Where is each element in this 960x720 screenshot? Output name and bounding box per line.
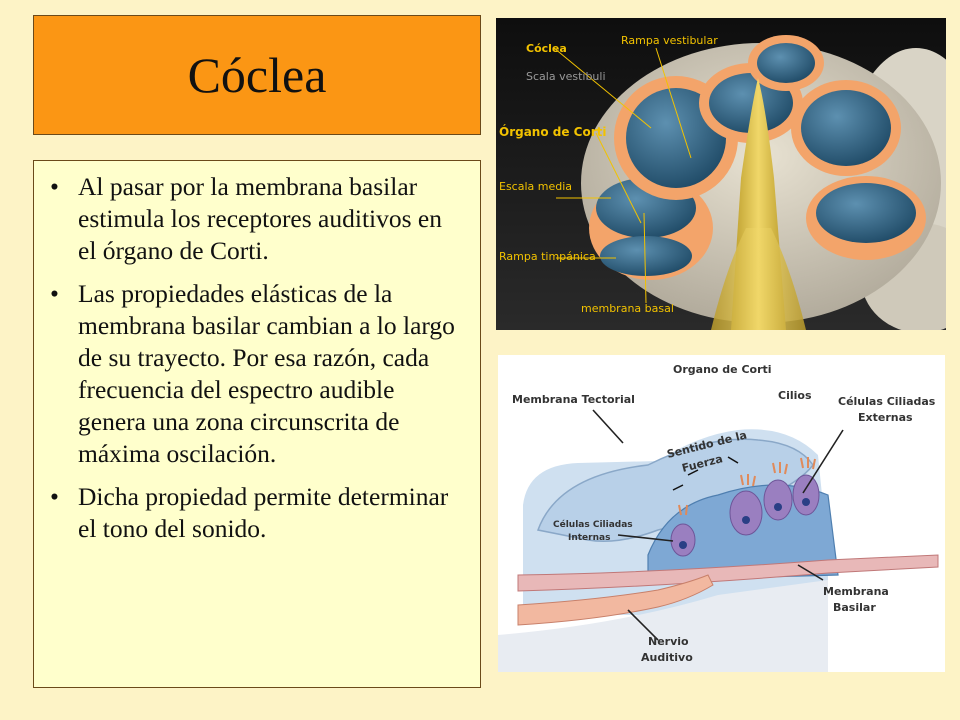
bullet-glyph: •: [50, 482, 59, 511]
bullet-glyph: •: [50, 279, 59, 308]
bullet-text: Al pasar por la membrana basilar estimul…: [78, 172, 442, 265]
label-celulas-internas-1: Células Ciliadas: [553, 519, 633, 530]
bullet-text: Las propiedades elásticas de la membrana…: [78, 279, 455, 468]
title-box: Cóclea: [33, 15, 481, 135]
bullet-text: Dicha propiedad permite determinar el to…: [78, 482, 449, 543]
organ-of-corti-image: Organo de Corti Membrana Tectorial Cilio…: [498, 355, 945, 672]
slide-title: Cóclea: [187, 47, 327, 103]
label-rampa-vestibular: Rampa vestibular: [621, 34, 718, 47]
label-escala-media: Escala media: [499, 180, 572, 193]
label-corti-title: Organo de Corti: [673, 363, 772, 376]
label-coclea: Cóclea: [526, 42, 567, 55]
label-membrana-basilar-2: Basilar: [833, 601, 876, 614]
bullet-list: • Al pasar por la membrana basilar estimu…: [44, 171, 466, 545]
label-nervio-1: Nervio: [648, 635, 689, 648]
label-scala-vestibuli: Scala vestibuli: [526, 70, 606, 83]
cochlea-cross-section-image: Cóclea Rampa vestibular Scala vestibuli …: [496, 18, 946, 330]
label-rampa-timpanica: Rampa timpánica: [499, 250, 596, 263]
label-organo-corti: Órgano de Corti: [499, 124, 607, 139]
text-box: • Al pasar por la membrana basilar estimu…: [33, 160, 481, 688]
cochlea-illustration: Cóclea Rampa vestibular Scala vestibuli …: [496, 18, 946, 330]
label-celulas-externas-2: Externas: [858, 411, 913, 424]
list-item: • Al pasar por la membrana basilar estimu…: [44, 171, 466, 267]
bullet-glyph: •: [50, 172, 59, 201]
list-item: • Las propiedades elásticas de la membran…: [44, 278, 466, 470]
list-item: • Dicha propiedad permite determinar el t…: [44, 481, 466, 545]
label-cilios: Cilios: [778, 389, 812, 402]
label-celulas-externas-1: Células Ciliadas: [838, 395, 936, 408]
label-nervio-2: Auditivo: [641, 651, 693, 664]
label-celulas-internas-2: Internas: [568, 533, 610, 543]
label-membrana-basal: membrana basal: [581, 302, 674, 315]
label-membrana-tectorial: Membrana Tectorial: [512, 393, 635, 406]
label-membrana-basilar-1: Membrana: [823, 585, 889, 598]
corti-illustration: Organo de Corti Membrana Tectorial Cilio…: [498, 355, 945, 672]
